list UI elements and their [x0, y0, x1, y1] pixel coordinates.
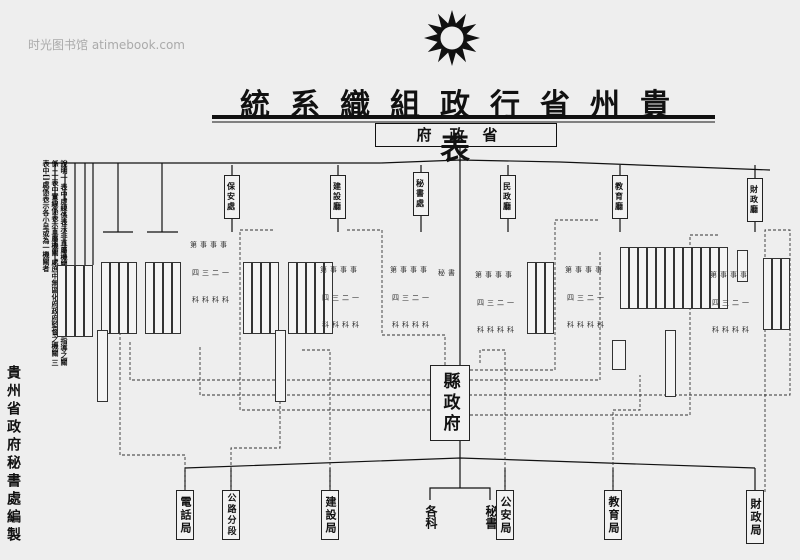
- note-3: 三 表中[]處係表示各小呈或為一機關者: [42, 160, 60, 366]
- page-title: 貴州省行政組織系統表: [240, 88, 690, 167]
- section-heads: 第事事事: [320, 266, 360, 274]
- note-1: 說明一 表中虛線係表示非直屬機關而對機關有之直接監督指導之關係: [51, 160, 69, 366]
- section-ranks: 四三二一: [392, 294, 432, 302]
- sub-unit-box: [545, 262, 554, 334]
- section-units: 科科科科: [712, 326, 752, 334]
- sub-unit-box: [763, 258, 772, 330]
- secretary-label: 秘書: [438, 269, 458, 277]
- sub-unit-box: [128, 262, 137, 334]
- sub-unit-box: [243, 262, 252, 334]
- sub-unit-box: [306, 262, 315, 334]
- section-units: 科科科科: [322, 321, 362, 329]
- county-unit: 電話局: [176, 490, 194, 540]
- section-heads: 第事事事: [390, 266, 430, 274]
- sub-unit-box: [737, 250, 748, 282]
- sub-unit-box: [719, 247, 728, 309]
- section-ranks: 四三二一: [192, 269, 232, 277]
- county-unit: 教育局: [604, 490, 622, 540]
- sub-unit-box: [119, 262, 128, 334]
- department-box: 教育廳: [612, 175, 628, 219]
- sub-unit-box: [710, 247, 719, 309]
- sub-unit-box: [683, 247, 692, 309]
- sub-unit-box: [252, 262, 261, 334]
- department-box: 財政廳: [747, 178, 763, 222]
- sub-unit-box: [315, 262, 324, 334]
- department-box: 建設廳: [330, 175, 346, 219]
- county-government-box: 縣政府: [430, 365, 470, 441]
- note-2: 二 表中實線係表示直屬機關 處庶中無區化府政府監督之機關: [51, 169, 60, 357]
- supervision-dashed-lines: [119, 219, 791, 492]
- section-heads: 第事事事: [565, 266, 605, 274]
- section-ranks: 四三二一: [322, 294, 362, 302]
- county-unit: 建設局: [321, 490, 339, 540]
- sub-unit-box: [75, 265, 84, 337]
- section-units: 科科科科: [392, 321, 432, 329]
- section-units: 科科科科: [192, 296, 232, 304]
- department-box: 民政廳: [500, 175, 516, 219]
- section-heads: 第事事事: [190, 241, 230, 249]
- county-unit: 秘書: [484, 505, 498, 529]
- sub-unit-box: [665, 330, 676, 397]
- sub-unit-box: [101, 262, 110, 334]
- sub-unit-box: [297, 262, 306, 334]
- sub-unit-box: [66, 265, 75, 337]
- sub-unit-box: [154, 262, 163, 334]
- department-box: 秘書處: [413, 172, 429, 216]
- sub-unit-box: [638, 247, 647, 309]
- sub-unit-box: [110, 262, 119, 334]
- compiler-credit: 貴州省政府秘書處編製: [5, 365, 21, 545]
- sub-unit-box: [647, 247, 656, 309]
- sun-emblem-icon: [424, 10, 480, 66]
- sub-unit-box: [172, 262, 181, 334]
- sub-unit-box: [612, 340, 626, 370]
- section-ranks: 四三二一: [477, 299, 517, 307]
- sub-unit-box: [270, 262, 279, 334]
- watermark: 时光图书馆 atimebook.com: [28, 38, 185, 52]
- sub-unit-box: [629, 247, 638, 309]
- section-heads: 第事事事: [475, 271, 515, 279]
- sub-unit-box: [84, 265, 93, 337]
- county-unit: 公安局: [496, 490, 514, 540]
- sub-unit-box: [536, 262, 545, 334]
- sub-unit-box: [527, 262, 536, 334]
- county-unit: 各科: [424, 505, 438, 529]
- department-box: 保安處: [224, 175, 240, 219]
- sub-unit-box: [261, 262, 270, 334]
- notes: 說明一 表中虛線係表示非直屬機關而對機關有之直接監督指導之關係 二 表中實線係表…: [42, 160, 69, 370]
- section-heads: 第事事事: [710, 271, 750, 279]
- sub-unit-box: [163, 262, 172, 334]
- sub-unit-box: [97, 330, 108, 402]
- sub-unit-box: [288, 262, 297, 334]
- sub-unit-box: [692, 247, 701, 309]
- sub-unit-box: [772, 258, 781, 330]
- sub-unit-box: [665, 247, 674, 309]
- sub-unit-box: [701, 247, 710, 309]
- sub-unit-box: [620, 247, 629, 309]
- sub-unit-box: [674, 247, 683, 309]
- sub-unit-box: [57, 265, 66, 337]
- county-unit: 公路分段: [222, 490, 240, 540]
- sub-unit-box: [275, 330, 286, 402]
- sub-unit-box: [656, 247, 665, 309]
- section-ranks: 四三二一: [567, 294, 607, 302]
- sub-unit-box: [781, 258, 790, 330]
- provincial-government-box: 省政府: [375, 123, 557, 147]
- section-units: 科科科科: [567, 321, 607, 329]
- section-ranks: 四三二一: [712, 299, 752, 307]
- section-units: 科科科科: [477, 326, 517, 334]
- sub-unit-box: [324, 262, 333, 334]
- sub-unit-box: [145, 262, 154, 334]
- county-unit: 財政局: [746, 490, 764, 544]
